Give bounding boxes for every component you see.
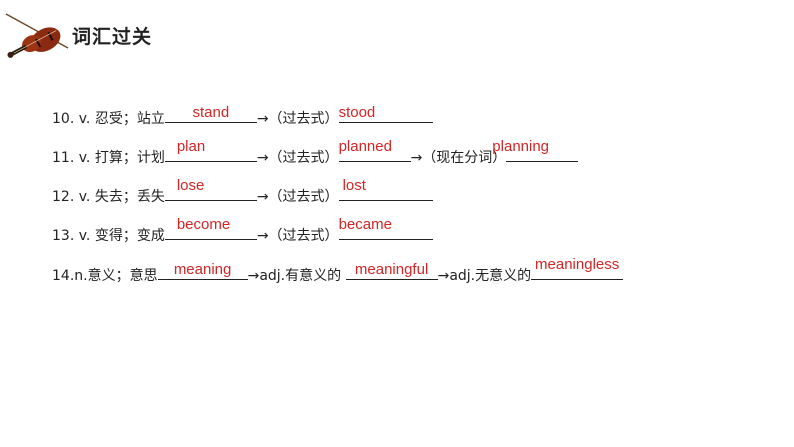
page-title: 词汇过关 bbox=[72, 26, 153, 48]
answer-text: stood bbox=[338, 104, 376, 121]
row-connector: →（过去式） bbox=[256, 189, 339, 205]
vocab-row: 13. v. 变得；变成 become →（过去式）became bbox=[52, 216, 433, 245]
row-prompt: 13. v. 变得；变成 bbox=[52, 228, 165, 244]
answer-text: lose bbox=[176, 177, 205, 194]
answer-text: planned bbox=[338, 138, 392, 155]
answer-text: became bbox=[338, 216, 392, 233]
answer-blank: plan bbox=[164, 138, 257, 162]
row-connector: →（过去式） bbox=[256, 150, 339, 166]
answer-blank: become bbox=[164, 216, 257, 240]
vocab-row: 11. v. 打算；计划 plan →（过去式）planned →（现在分词）plan… bbox=[52, 138, 579, 167]
slide-header: 词汇过关 bbox=[0, 0, 794, 70]
row-prompt: 12. v. 失去；丢失 bbox=[52, 189, 165, 205]
row-connector: →（过去式） bbox=[256, 228, 339, 244]
answer-text: plan bbox=[176, 138, 206, 155]
vocab-row: 10. v. 忍受；站立 stand →（过去式）stood bbox=[52, 104, 433, 128]
answer-text: stand bbox=[192, 104, 230, 121]
answer-blank: meaningless bbox=[531, 256, 624, 280]
answer-blank: meaningful bbox=[345, 261, 438, 280]
row-prompt: 10. v. 忍受；站立 bbox=[52, 111, 165, 127]
answer-blank: became bbox=[338, 216, 433, 240]
answer-text: meaningful bbox=[354, 261, 429, 278]
violin-icon bbox=[5, 13, 69, 58]
answer-text: become bbox=[176, 216, 231, 233]
row-connector: →（现在分词） bbox=[410, 150, 507, 166]
answer-text: planning bbox=[492, 138, 550, 155]
answer-text: meaningless bbox=[535, 256, 620, 273]
row-prompt: 14.n.意义；意思 bbox=[52, 268, 158, 284]
answer-blank: planned bbox=[338, 138, 411, 162]
answer-blank: stood bbox=[338, 104, 433, 123]
answer-blank: planning bbox=[492, 138, 579, 162]
vocab-row: 14.n.意义；意思 meaning →adj.有意义的 meaningful →ad… bbox=[52, 256, 624, 285]
row-prompt: 11. v. 打算；计划 bbox=[52, 150, 165, 166]
answer-blank: lose bbox=[164, 177, 257, 201]
answer-text: meaning bbox=[173, 261, 232, 278]
answer-blank: stand bbox=[164, 104, 257, 123]
answer-blank: meaning bbox=[157, 261, 248, 280]
answer-text: lost bbox=[342, 177, 366, 194]
answer-blank: lost bbox=[338, 177, 433, 201]
row-connector: →adj.有意义的 bbox=[247, 268, 346, 284]
row-connector: →adj.无意义的 bbox=[437, 268, 532, 284]
vocab-row: 12. v. 失去；丢失 lose →（过去式）lost bbox=[52, 177, 433, 206]
row-connector: →（过去式） bbox=[256, 111, 339, 127]
